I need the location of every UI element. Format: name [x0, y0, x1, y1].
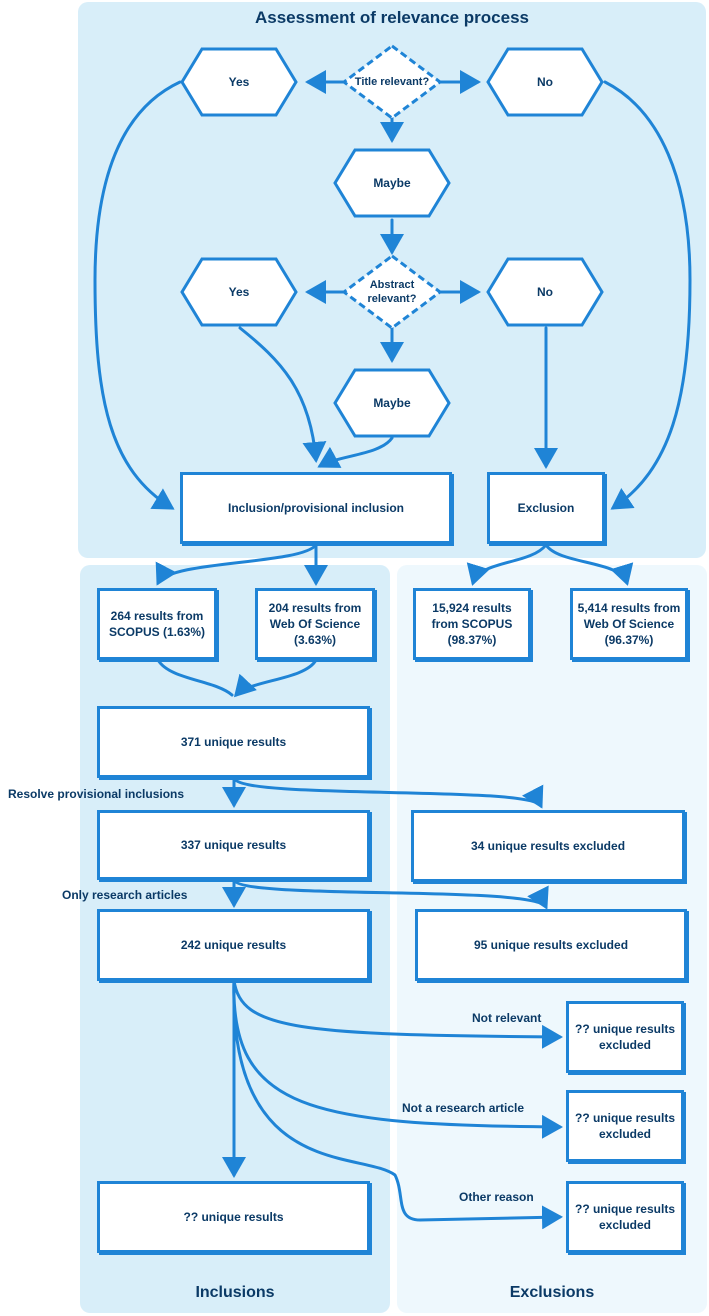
title-relevant-decision: Title relevant? [342, 44, 442, 120]
arrow-wos-merge [233, 658, 318, 698]
unique-242-box: 242 unique results [97, 909, 370, 981]
diagram-title: Assessment of relevance process [254, 8, 530, 27]
arrow-exclusion-scopus [466, 543, 548, 586]
arrow-maybe2-inclusion [317, 436, 394, 468]
yes-node-abstract: Yes [180, 256, 298, 328]
yes-node-title: Yes [180, 46, 298, 118]
arrow-242-not-relevant [232, 978, 563, 1049]
excluded-not-relevant-text: ?? unique results excluded [574, 1022, 675, 1052]
excluded-not-research-text: ?? unique results excluded [574, 1111, 675, 1141]
no-node-title: No [486, 46, 604, 118]
not-relevant-label: Not relevant [472, 1011, 542, 1025]
yes-node-title-label: Yes [228, 75, 250, 89]
inclusions-section-label: Inclusions [195, 1284, 275, 1301]
exclusion-label: Exclusion [517, 501, 575, 515]
unique-337-box: 337 unique results [97, 810, 370, 880]
arrow-no1-exclusion [603, 80, 692, 510]
unique-337-label: 337 unique results [180, 838, 287, 852]
excluded-other-box: ?? unique results excluded [566, 1181, 684, 1253]
abstract-relevant-decision: Abstract relevant? [342, 254, 442, 330]
arrow-242-other [232, 978, 563, 1230]
wos-exclusion-box: 5,414 results from Web Of Science (96.37… [570, 588, 688, 660]
excluded-95-box: 95 unique results excluded [415, 909, 687, 981]
wos-inclusion-box: 204 results from Web Of Science (3.63%) [255, 588, 375, 660]
unique-371-label: 371 unique results [180, 735, 287, 749]
scopus-inclusion-label: 264 results from SCOPUS (1.63%) [108, 609, 206, 639]
wos-exclusion-label: 5,414 results from Web Of Science (96.37… [577, 601, 681, 647]
arrow-242-not-research [232, 978, 563, 1139]
no-node-abstract: No [486, 256, 604, 328]
excluded-not-research-box: ?? unique results excluded [566, 1090, 684, 1162]
arrow-exclusion-wos [544, 543, 634, 586]
yes-node-abstract-label: Yes [228, 285, 250, 299]
arrow-scopus-merge [156, 658, 234, 697]
arrow-337-excluded [232, 878, 549, 910]
wos-inclusion-label: 204 results from Web Of Science (3.63%) [268, 601, 362, 647]
maybe-node-abstract-label: Maybe [373, 396, 411, 410]
arrow-inclusion-scopus [155, 543, 318, 586]
excluded-other-text: ?? unique results excluded [574, 1202, 675, 1232]
arrow-yes1-inclusion [93, 80, 182, 510]
excluded-not-relevant-box: ?? unique results excluded [566, 1001, 684, 1073]
abstract-relevant-label: Abstract relevant? [367, 279, 417, 305]
unique-242-label: 242 unique results [180, 938, 287, 952]
inclusion-label: Inclusion/provisional inclusion [227, 501, 405, 515]
unique-final-box: ?? unique results [97, 1181, 370, 1253]
excluded-95-label: 95 unique results excluded [473, 938, 629, 952]
inclusion-box: Inclusion/provisional inclusion [180, 472, 452, 544]
exclusion-box: Exclusion [487, 472, 605, 544]
arrow-yes2-inclusion [238, 326, 327, 463]
no-node-abstract-label: No [537, 285, 553, 299]
exclusions-section-label: Exclusions [509, 1284, 595, 1301]
not-research-label: Not a research article [402, 1101, 525, 1115]
other-reason-label: Other reason [459, 1190, 534, 1204]
arrow-371-excluded [232, 776, 544, 809]
maybe-node-abstract: Maybe [333, 367, 451, 439]
excluded-34-label: 34 unique results excluded [470, 839, 626, 853]
unique-371-box: 371 unique results [97, 706, 370, 778]
only-research-step-label: Only research articles [62, 888, 188, 902]
excluded-34-box: 34 unique results excluded [411, 810, 685, 882]
maybe-node-title-label: Maybe [373, 176, 411, 190]
no-node-title-label: No [537, 75, 553, 89]
unique-final-label: ?? unique results [183, 1210, 284, 1224]
resolve-step-label: Resolve provisional inclusions [8, 787, 185, 801]
title-relevant-label: Title relevant? [354, 76, 430, 88]
scopus-exclusion-label: 15,924 results from SCOPUS (98.37%) [431, 601, 513, 647]
maybe-node-title: Maybe [333, 147, 451, 219]
scopus-exclusion-box: 15,924 results from SCOPUS (98.37%) [413, 588, 531, 660]
scopus-inclusion-box: 264 results from SCOPUS (1.63%) [97, 588, 217, 660]
